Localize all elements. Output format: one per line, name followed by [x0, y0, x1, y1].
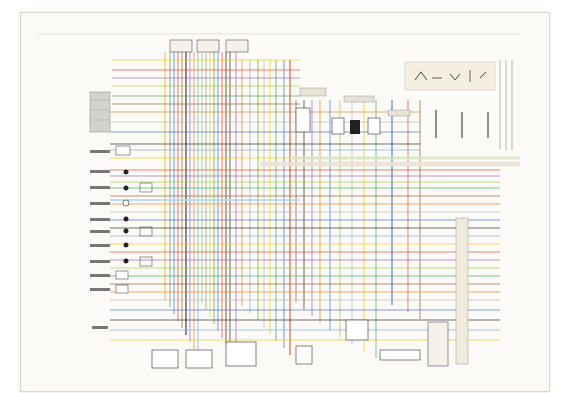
left-side-components — [90, 145, 153, 329]
relay — [367, 117, 381, 135]
label-bar — [92, 326, 108, 329]
label-bar — [90, 202, 110, 205]
left-component — [90, 242, 129, 248]
top-connector — [225, 39, 249, 53]
label-bar — [90, 230, 110, 233]
relay-panel — [404, 61, 496, 91]
left-component — [92, 326, 108, 329]
bottom-connector — [295, 345, 313, 365]
left-component — [90, 256, 153, 267]
label-bar — [90, 260, 110, 263]
left-component — [90, 270, 129, 280]
label-bar — [90, 218, 110, 221]
harness-block — [89, 91, 111, 133]
bottom-connector — [379, 349, 421, 361]
relay — [350, 120, 360, 134]
label-bar — [90, 186, 110, 189]
label-box — [343, 95, 375, 103]
top-connector — [196, 39, 220, 53]
bottom-connector — [151, 349, 179, 369]
relay — [331, 117, 345, 135]
left-component — [90, 169, 129, 175]
left-component — [90, 145, 131, 156]
bottom-connector — [185, 349, 213, 369]
ground-bus — [455, 217, 469, 365]
connector-pin — [123, 228, 129, 234]
top-connectors — [169, 39, 249, 53]
ground-block — [427, 321, 449, 367]
left-component — [90, 284, 129, 294]
label-bar — [90, 150, 110, 153]
connector-pin — [123, 242, 129, 248]
left-component — [90, 182, 153, 193]
left-component — [90, 226, 153, 237]
label-bar — [90, 244, 110, 247]
bottom-components — [151, 217, 469, 369]
label-box — [387, 109, 411, 117]
vertical-wires — [164, 52, 513, 359]
relay — [295, 107, 311, 133]
connector-pin — [123, 216, 129, 222]
left-component — [90, 199, 130, 207]
switch-symbols — [414, 70, 487, 82]
left-component — [90, 216, 129, 222]
label-bar — [90, 170, 110, 173]
top-connector — [169, 39, 193, 53]
bottom-connector — [345, 319, 369, 341]
horizontal-wires — [110, 59, 520, 341]
connector-pin — [122, 199, 130, 207]
label-bar — [90, 288, 110, 291]
connector-pin — [123, 169, 129, 175]
bottom-connector — [225, 341, 257, 367]
label-box — [299, 87, 327, 97]
connector-box — [115, 145, 131, 156]
left-harness-block — [89, 91, 111, 133]
upper-right-components — [295, 61, 496, 138]
connector-pin — [123, 185, 129, 191]
label-bar — [90, 274, 110, 277]
connector-pin — [123, 258, 129, 264]
